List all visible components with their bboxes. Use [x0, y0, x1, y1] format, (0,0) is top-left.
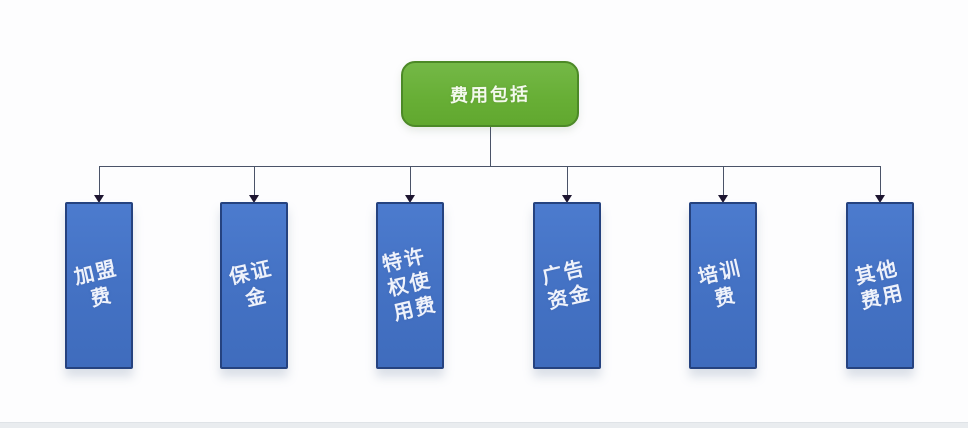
connector-drop: [254, 166, 255, 197]
connector-drop: [567, 166, 568, 197]
node-advertising-fund: 广告 资金: [533, 202, 601, 369]
arrowhead-down-icon: [718, 195, 728, 203]
connector-drop: [99, 166, 100, 197]
node-fees-root-label: 费用包括: [449, 84, 531, 106]
node-training-fee: 培训 费: [689, 202, 757, 369]
node-other-fees: 其他 费用: [846, 202, 914, 369]
node-guarantee-deposit: 保证 金: [220, 202, 288, 369]
node-guarantee-deposit-label: 保证 金: [227, 257, 275, 311]
connector-drop: [410, 166, 411, 197]
node-fees-root: 费用包括: [401, 61, 579, 127]
connector-trunk: [490, 127, 491, 167]
node-franchise-fee-label: 加盟 费: [72, 257, 120, 311]
arrowhead-down-icon: [249, 195, 259, 203]
node-royalty-fee-label: 特许 权使 用费: [380, 244, 440, 326]
connector-bus: [99, 166, 881, 167]
arrowhead-down-icon: [875, 195, 885, 203]
arrowhead-down-icon: [94, 195, 104, 203]
node-other-fees-label: 其他 费用: [853, 257, 907, 313]
node-advertising-fund-label: 广告 资金: [540, 257, 594, 313]
connector-drop: [723, 166, 724, 197]
page-bottom-edge: [0, 422, 968, 428]
connector-drop: [880, 166, 881, 197]
node-training-fee-label: 培训 费: [696, 257, 744, 311]
node-royalty-fee: 特许 权使 用费: [376, 202, 444, 369]
node-franchise-fee: 加盟 费: [65, 202, 133, 369]
arrowhead-down-icon: [405, 195, 415, 203]
arrowhead-down-icon: [562, 195, 572, 203]
